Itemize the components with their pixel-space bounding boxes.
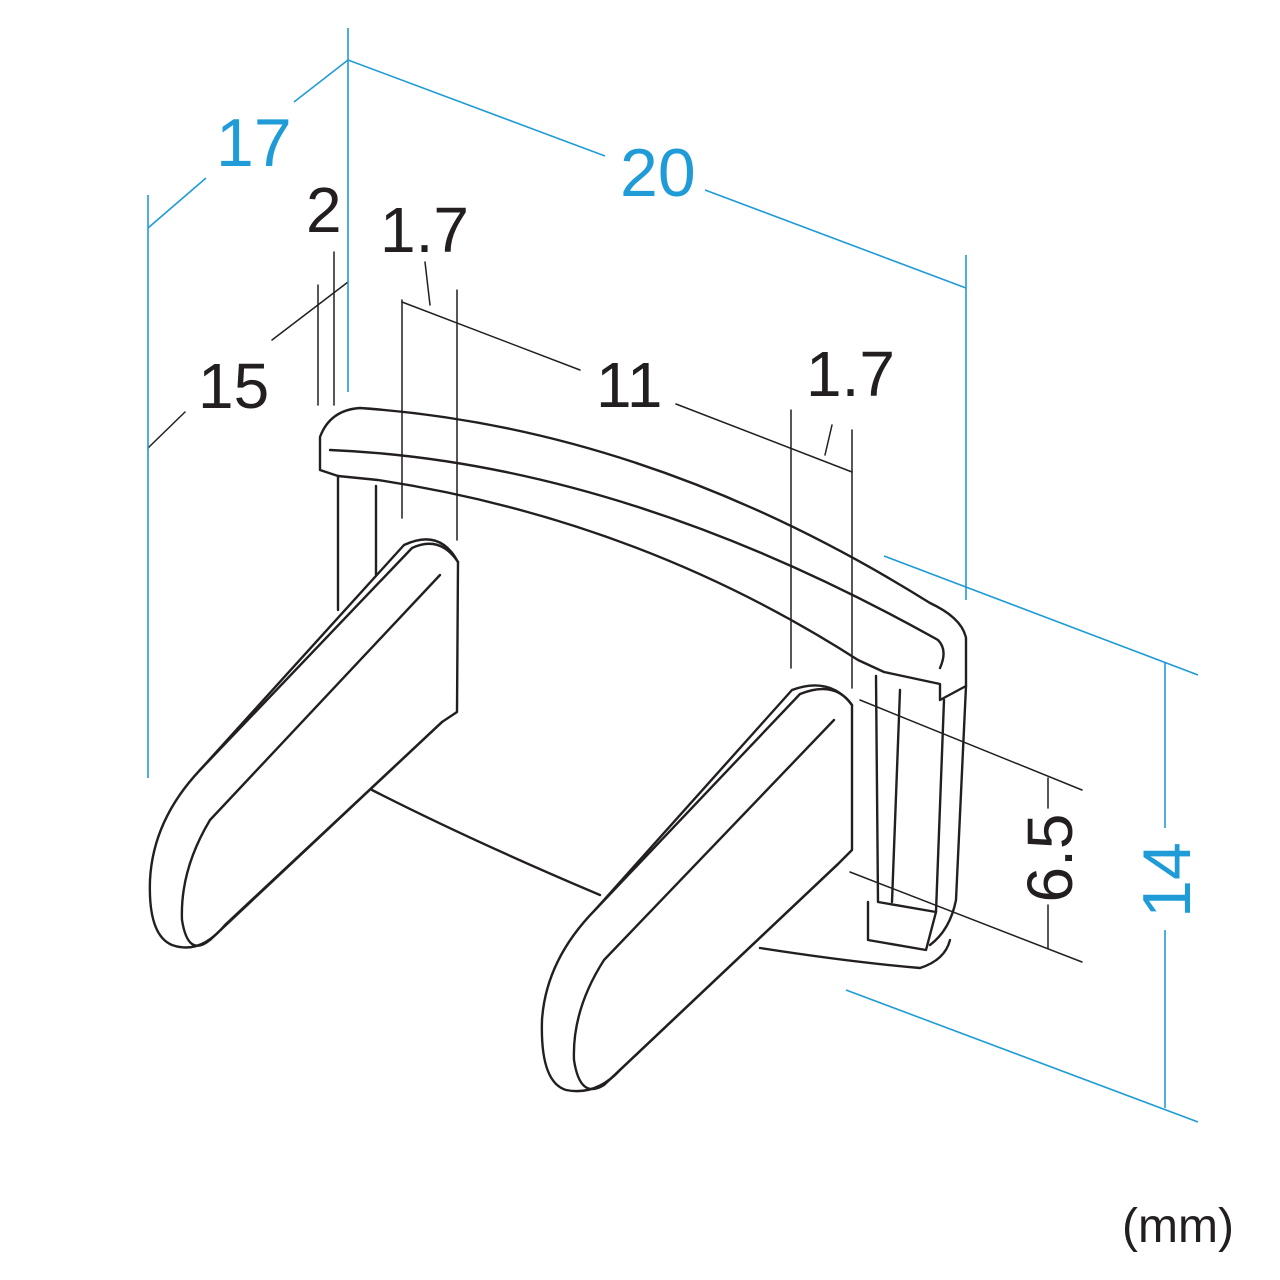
dim-20-line-left: [347, 59, 606, 157]
label-depth-inner: 15: [198, 350, 269, 422]
dimension-labels: 17 20 14 15 2 1.7 11 1.7 6.5 (mm): [198, 105, 1234, 1253]
dim-6-5-ext-bottom: [849, 871, 1083, 963]
dim-prong-left-leader: [424, 261, 431, 306]
dim-prong-right-leader: [824, 424, 833, 456]
left-prong: [148, 538, 460, 949]
dim-17-line-lower: [147, 177, 207, 229]
label-depth-total: 17: [216, 105, 292, 181]
label-prong-right: 1.7: [806, 338, 895, 410]
dim-14-ext-top: [883, 555, 1199, 676]
body-bottom-right: [758, 938, 952, 970]
right-prong-edge: [572, 687, 854, 1091]
unit-label: (mm): [1122, 1200, 1234, 1253]
dim-14-ext-bottom: [845, 989, 1199, 1123]
side-frame: [874, 674, 946, 914]
top-plate-edge: [328, 448, 945, 670]
label-prong-spacing: 11: [596, 349, 662, 421]
label-prong-left: 1.7: [380, 194, 469, 266]
label-prong-height: 6.5: [1014, 814, 1086, 903]
top-plate: [318, 406, 968, 702]
body-bottom-curve: [370, 788, 602, 897]
side-frame-outer: [928, 684, 968, 947]
label-wall: 2: [306, 174, 342, 246]
dim-15-line-upper: [271, 281, 349, 341]
label-width-total: 20: [620, 135, 696, 211]
black-dimensions: [147, 251, 1083, 963]
dim-11-line-left: [401, 301, 581, 371]
blue-dimensions: [147, 28, 1199, 1123]
dim-15-line-lower: [147, 411, 186, 449]
right-prong: [540, 684, 854, 1093]
side-frame-inner: [866, 688, 938, 952]
dim-17-line-upper: [293, 59, 349, 103]
back-wall-left: [336, 474, 378, 612]
dim-6-5-ext-top: [859, 699, 1083, 791]
left-prong-edge: [180, 542, 460, 947]
label-height-total: 14: [1129, 842, 1205, 918]
dim-11-line-right: [675, 403, 853, 473]
part-outline: [148, 406, 968, 1093]
dim-20-line-right: [704, 189, 967, 289]
